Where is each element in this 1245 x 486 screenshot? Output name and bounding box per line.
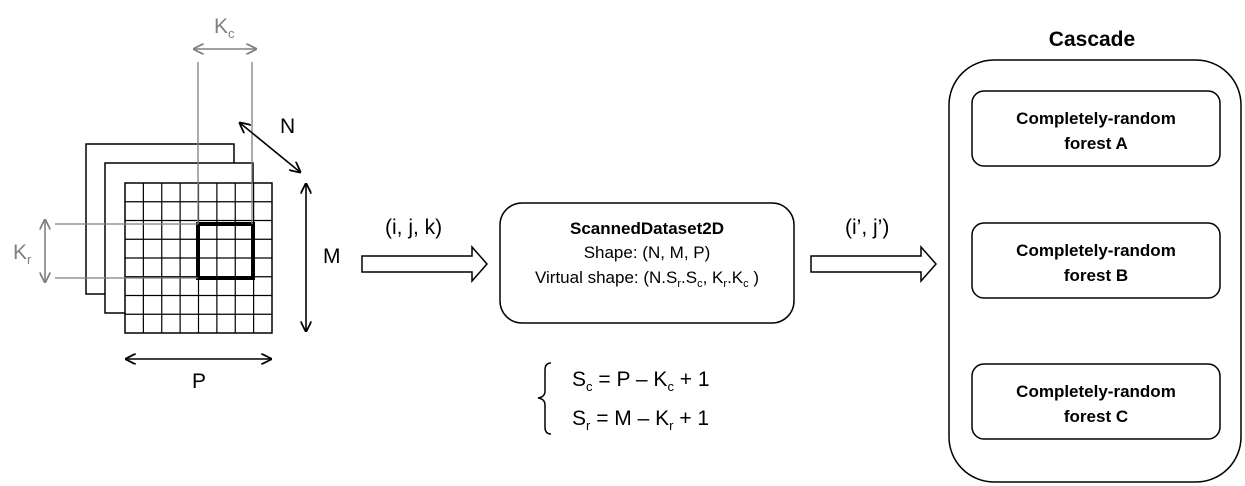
cascade-title: Cascade xyxy=(1049,28,1135,51)
forest-b-line2: forest B xyxy=(1064,266,1128,285)
forest-b-box xyxy=(971,222,1221,299)
equation-sr: Sr = M – Kr + 1 xyxy=(572,407,709,433)
kc-label: K xyxy=(214,15,228,38)
hollow-arrow-1 xyxy=(361,245,489,283)
kc-subscript: c xyxy=(228,26,235,41)
scanned-dataset-box: ScannedDataset2D Shape: (N, M, P) Virtua… xyxy=(499,202,795,324)
cascade: Cascade Completely-random forest A Compl… xyxy=(948,28,1242,483)
forest-a-line2: forest A xyxy=(1064,134,1128,153)
hollow-arrow-2 xyxy=(810,245,938,283)
forest-c-box xyxy=(971,363,1221,440)
forest-a: Completely-random forest A xyxy=(971,90,1221,167)
m-label: M xyxy=(323,245,341,268)
left-brace xyxy=(537,362,552,435)
forest-c-line1: Completely-random xyxy=(1016,382,1176,401)
svg-text:Kc: Kc xyxy=(214,15,235,41)
kr-label: K xyxy=(13,241,27,264)
p-dimension: P xyxy=(126,359,271,393)
forest-b-line1: Completely-random xyxy=(1016,241,1176,260)
scanned-dataset-virtual-shape: Virtual shape: (N.Sr.Sc, Kr.Kc ) xyxy=(535,268,759,290)
n-label: N xyxy=(280,115,295,138)
forest-c-line2: forest C xyxy=(1064,407,1128,426)
equations: Sc = P – Kc + 1 Sr = M – Kr + 1 xyxy=(537,362,710,435)
data-volume xyxy=(85,143,273,334)
kr-subscript: r xyxy=(27,252,32,267)
input-index-label: (i, j, k) xyxy=(385,216,442,239)
n-arrow xyxy=(240,123,300,172)
equation-sc: Sc = P – Kc + 1 xyxy=(572,368,710,394)
kr-dimension: Kr xyxy=(13,220,198,282)
forest-c: Completely-random forest C xyxy=(971,363,1221,440)
svg-text:Kr: Kr xyxy=(13,241,32,267)
m-dimension: M xyxy=(306,184,341,331)
p-label: P xyxy=(192,370,206,393)
forest-a-box xyxy=(971,90,1221,167)
kc-dimension: Kc xyxy=(194,15,256,224)
input-flow-arrow: (i, j, k) xyxy=(361,216,489,283)
forest-a-line1: Completely-random xyxy=(1016,109,1176,128)
scanned-dataset-frame xyxy=(499,202,795,324)
kernel-window xyxy=(196,222,255,280)
n-dimension: N xyxy=(240,115,300,172)
output-flow-arrow: (i’, j’) xyxy=(810,216,938,283)
forest-b: Completely-random forest B xyxy=(971,222,1221,299)
scanned-dataset-shape: Shape: (N, M, P) xyxy=(584,243,711,262)
output-index-label: (i’, j’) xyxy=(845,216,889,239)
scanned-dataset-title: ScannedDataset2D xyxy=(570,219,724,238)
